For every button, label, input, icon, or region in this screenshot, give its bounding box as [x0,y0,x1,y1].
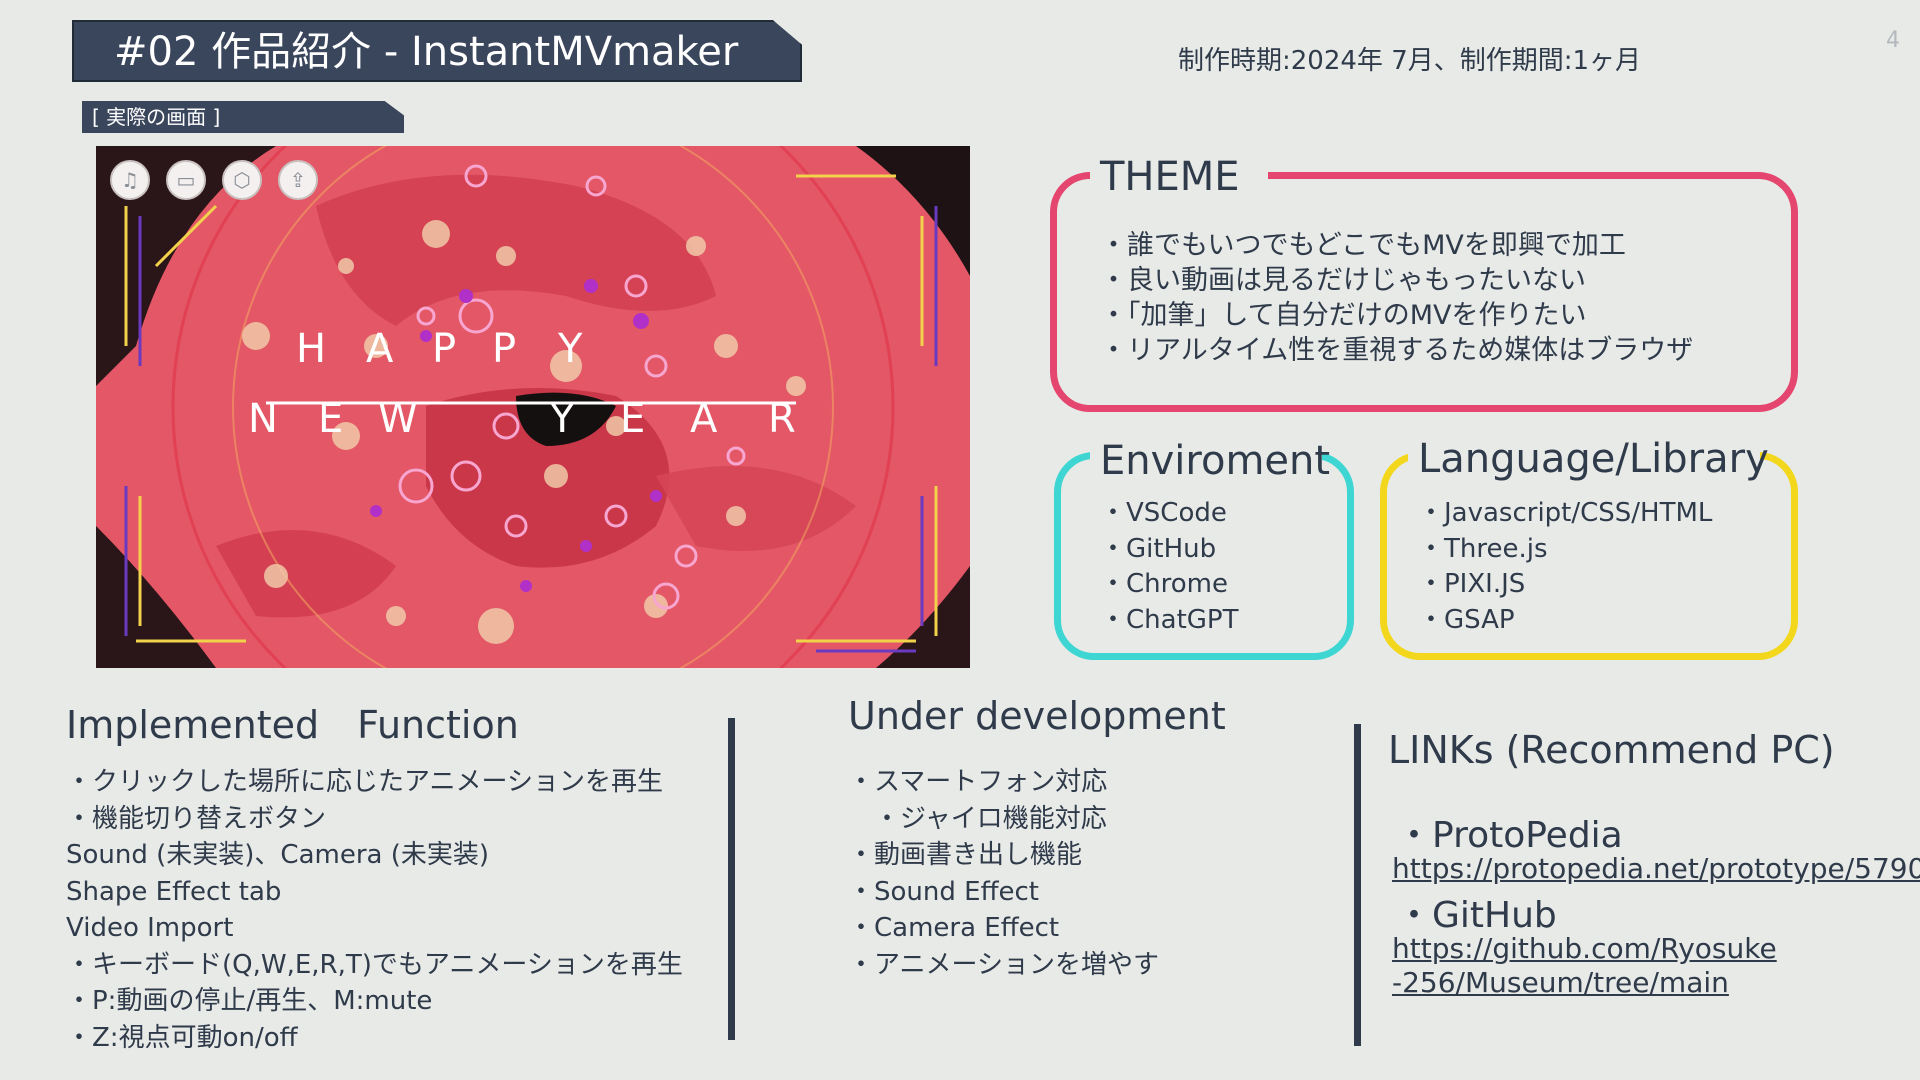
list-item: Sound (未実装)、Camera (未実装) [66,840,490,870]
list-item: ・良い動画は見るだけじゃもったいない [1100,265,1586,296]
list-item: ・スマートフォン対応 [848,767,1108,797]
development-title: Under development [848,694,1226,738]
development-list: ・スマートフォン対応 ・ジャイロ機能対応 ・動画書き出し機能 ・Sound Ef… [848,764,1159,983]
list-item: ・PIXI.JS [1418,569,1526,599]
list-item: ・GitHub [1100,533,1217,564]
list-item: ・Javascript/CSS/HTML [1418,498,1713,528]
upload-icon[interactable]: ⇪ [278,160,318,200]
screen-label: [ 実際の画面 ] [92,105,221,129]
list-item: ・Camera Effect [848,913,1060,943]
list-item: ・Z:視点可動on/off [66,1022,298,1053]
list-item: ・GSAP [1418,604,1515,635]
protopedia-link[interactable]: https://protopedia.net/prototype/5790 [1392,852,1920,885]
production-period: 制作時期:2024年 7月、制作期間:1ヶ月 [1178,46,1642,76]
preview-letter: E [620,396,646,442]
preview-letter: N [248,396,278,442]
list-item: ・リアルタイム性を重視するため媒体はブラウザ [1100,335,1694,366]
music-note-icon[interactable]: ♫ [110,160,150,200]
list-item: ・キーボード(Q,W,E,R,T)でもアニメーションを再生 [66,949,683,980]
preview-letter: W [378,396,418,442]
link-label-protopedia: ・ProtoPedia [1396,815,1623,856]
list-item: Video Import [66,913,234,943]
theme-title-backdrop [1090,152,1268,202]
list-item: ・Three.js [1418,533,1548,564]
implemented-title: Implemented Function [66,703,519,747]
cube-icon[interactable]: ⬡ [222,160,262,200]
list-item: ・クリックした場所に応じたアニメーションを再生 [66,767,663,797]
list-item: ・「加筆」して自分だけのMVを作りたい [1100,300,1587,331]
preview-artwork [96,146,970,668]
column-divider [1354,724,1361,1046]
app-preview: H A P P Y N E W Y E A R ♫ ▭ ⬡ ⇪ [96,146,970,668]
github-link[interactable]: https://github.com/Ryosuke-256/Museum/tr… [1392,932,1777,999]
list-item: Shape Effect tab [66,876,282,907]
preview-letter: Y [558,326,583,372]
list-item: ・動画書き出し機能 [848,840,1083,870]
links-title: LINKs (Recommend PC) [1388,728,1835,772]
library-title: Language/Library [1418,436,1769,482]
page-number: 4 [1886,28,1900,53]
preview-letter: P [432,326,457,372]
preview-letter: E [318,396,344,442]
library-title-backdrop [1408,434,1760,484]
environment-title: Enviroment [1100,438,1331,484]
list-item: ・ジャイロ機能対応 [848,803,1107,834]
list-item: ・Chrome [1100,569,1228,599]
preview-letter: A [690,396,718,442]
environment-list: ・VSCode ・GitHub ・Chrome ・ChatGPT [1100,496,1238,638]
preview-letter: A [366,326,394,372]
list-item: ・ChatGPT [1100,604,1239,635]
theme-panel [1050,172,1798,412]
implemented-list: ・クリックした場所に応じたアニメーションを再生 ・機能切り替えボタン Sound… [66,764,683,1056]
library-list: ・Javascript/CSS/HTML ・Three.js ・PIXI.JS … [1418,496,1712,638]
preview-letter: R [768,396,796,442]
list-item: ・アニメーションを増やす [848,949,1159,980]
preview-letter: Y [550,396,575,442]
preview-letter: H [296,326,327,372]
preview-letter: P [492,326,517,372]
theme-title: THEME [1100,154,1240,200]
list-item: ・P:動画の停止/再生、M:mute [66,986,433,1016]
video-camera-icon[interactable]: ▭ [166,160,206,200]
list-item: ・誰でもいつでもどこでもMVを即興で加工 [1100,230,1626,261]
screen-label-banner [82,101,404,133]
list-item: ・機能切り替えボタン [66,803,327,834]
page-title: #02 作品紹介 - InstantMVmaker [114,29,739,75]
title-banner [72,20,802,82]
theme-list: ・誰でもいつでもどこでもMVを即興で加工 ・良い動画は見るだけじゃもったいない … [1100,228,1693,368]
environment-title-backdrop [1090,434,1322,484]
list-item: ・VSCode [1100,498,1227,528]
column-divider [728,718,735,1040]
list-item: ・Sound Effect [848,876,1039,907]
link-label-github: ・GitHub [1396,895,1557,936]
